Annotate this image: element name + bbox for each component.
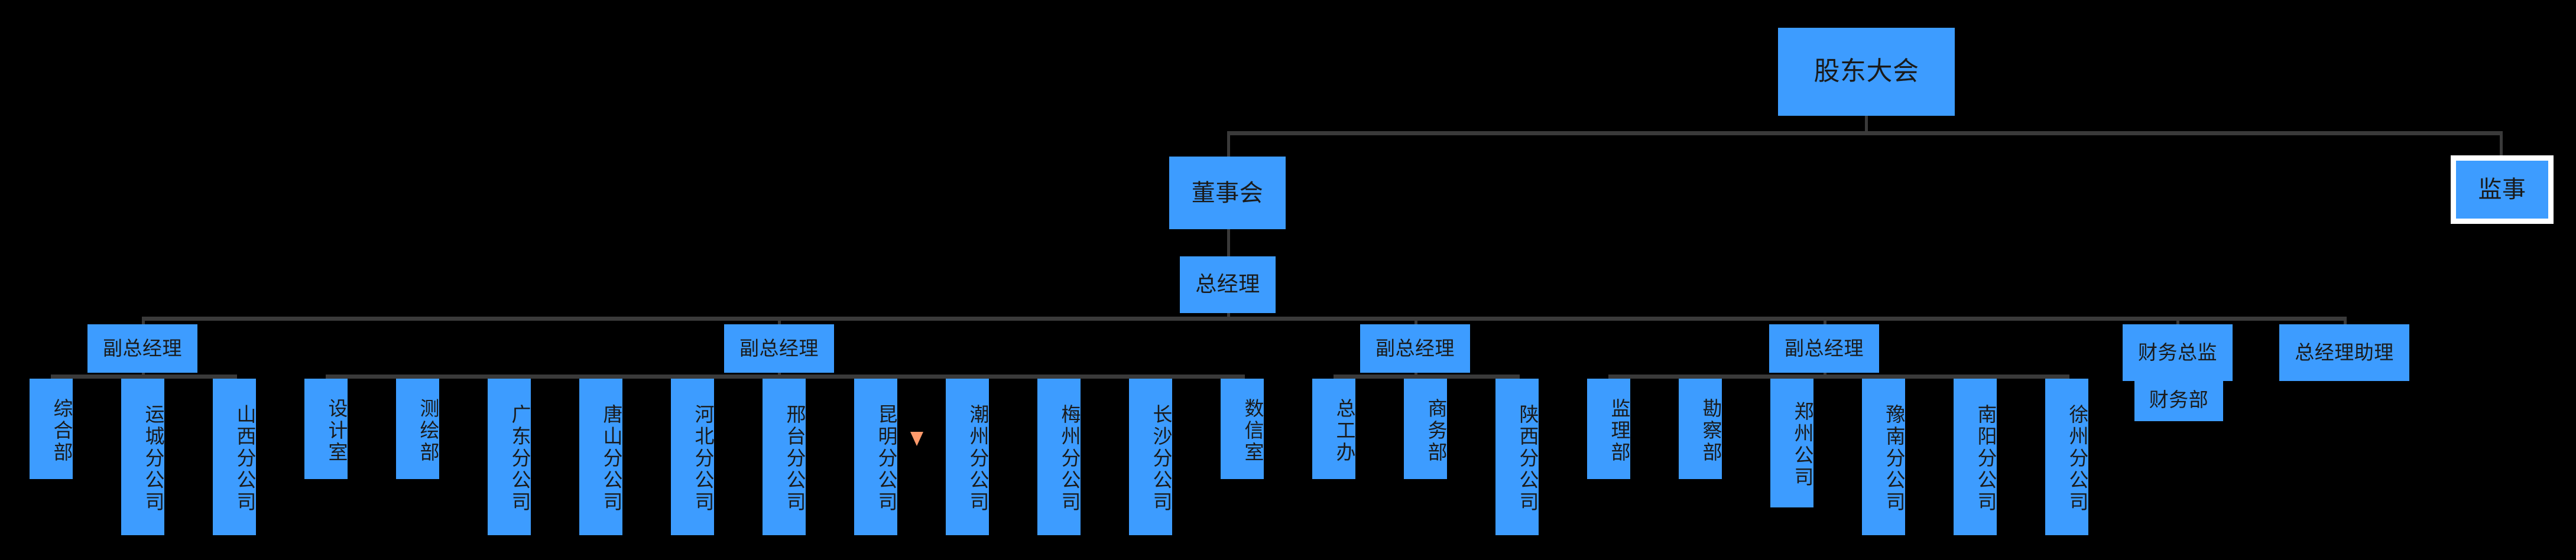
- node-finance-dept[interactable]: 财务部: [2134, 379, 2223, 421]
- node-yuncheng-branch[interactable]: 运城分公司: [121, 379, 165, 535]
- connector-manager-bus: [142, 317, 2345, 321]
- node-nanyang-branch[interactable]: 南阳分公司: [1954, 379, 1997, 535]
- node-xingtai-branch[interactable]: 邢台分公司: [763, 379, 806, 535]
- connector-mgr-drop-3: [1824, 317, 1826, 324]
- connector-board-to-gm: [1227, 229, 1230, 257]
- node-kunming-branch[interactable]: 昆明分公司: [854, 379, 898, 535]
- node-digital-info-office[interactable]: 数信室: [1221, 379, 1264, 479]
- connector-mgr1-leaf-10: [967, 375, 970, 379]
- connector-mgr3-bus: [1608, 375, 2066, 379]
- node-chief-engineer-office[interactable]: 总工办: [1312, 379, 1356, 479]
- connector-mgr1-leaf-5: [509, 375, 512, 379]
- connector-mgr-drop-4: [2176, 317, 2179, 324]
- connector-to-board: [1227, 131, 1230, 158]
- connector-mgr2-leaf-14: [1334, 375, 1336, 379]
- node-guangdong-branch[interactable]: 广东分公司: [488, 379, 531, 535]
- connector-mgr1-leaf-8: [784, 375, 787, 379]
- node-business-dept[interactable]: 商务部: [1404, 379, 1448, 479]
- connector-mgr-drop-1: [778, 317, 781, 324]
- node-shareholders-meeting[interactable]: 股东大会: [1778, 28, 1955, 116]
- node-general-affairs-dept[interactable]: 综合部: [30, 379, 73, 479]
- node-shaanxi-branch[interactable]: 陕西分公司: [1495, 379, 1539, 535]
- connector-mgr1-leaf-3: [326, 375, 329, 379]
- node-supervision-dept[interactable]: 监理部: [1587, 379, 1631, 479]
- connector-mgr-drop-0: [142, 317, 145, 324]
- mouse-cursor: [910, 432, 923, 446]
- connector-mgr0-leaf-1: [142, 375, 145, 379]
- connector-mgr1-leaf-13: [1242, 375, 1245, 379]
- connector-mgr0-leaf-0: [51, 375, 54, 379]
- connector-mgr0-leaf-2: [234, 375, 237, 379]
- connector-root-stem: [1865, 116, 1868, 131]
- connector-mgr1-leaf-9: [875, 375, 878, 379]
- connector-mgr-drop-5: [2344, 317, 2347, 324]
- connector-gm-stem: [1227, 313, 1230, 319]
- connector-mgr3-leaf-21: [1975, 375, 1978, 379]
- node-general-manager[interactable]: 总经理: [1180, 256, 1276, 313]
- node-deputy-general-manager-4[interactable]: 副总经理: [1769, 324, 1879, 373]
- node-general-manager-assistant[interactable]: 总经理助理: [2279, 324, 2409, 381]
- node-xuzhou-branch[interactable]: 徐州分公司: [2045, 379, 2089, 535]
- node-yunan-branch[interactable]: 豫南分公司: [1862, 379, 1906, 535]
- connector-root-bus: [1227, 131, 2502, 135]
- connector-mgr3-leaf-20: [1883, 375, 1886, 379]
- connector-mgr1-leaf-6: [601, 375, 604, 379]
- connector-mgr1-leaf-7: [692, 375, 695, 379]
- connector-mgr1-leaf-11: [1059, 375, 1062, 379]
- node-board-of-directors[interactable]: 董事会: [1169, 157, 1286, 229]
- node-finance-director[interactable]: 财务总监: [2123, 324, 2233, 381]
- node-survey-dept[interactable]: 勘察部: [1679, 379, 1722, 479]
- node-supervisor[interactable]: 监事: [2451, 155, 2554, 224]
- node-shanxi-branch[interactable]: 山西分公司: [213, 379, 257, 535]
- connector-mgr1-leaf-12: [1150, 375, 1153, 379]
- node-chaozhou-branch[interactable]: 潮州分公司: [946, 379, 989, 535]
- node-deputy-general-manager-3[interactable]: 副总经理: [1360, 324, 1470, 373]
- connector-mgr3-leaf-18: [1700, 375, 1703, 379]
- connector-mgr3-leaf-17: [1608, 375, 1611, 379]
- connector-mgr2-leaf-16: [1517, 375, 1520, 379]
- node-hebei-branch[interactable]: 河北分公司: [671, 379, 715, 535]
- connector-to-supervisor: [2500, 131, 2503, 161]
- connector-mgr3-leaf-22: [2066, 375, 2069, 379]
- node-surveying-mapping-dept[interactable]: 测绘部: [396, 379, 440, 479]
- connector-mgr2-leaf-15: [1425, 375, 1428, 379]
- connector-mgr-drop-2: [1414, 317, 1417, 324]
- node-changsha-branch[interactable]: 长沙分公司: [1129, 379, 1173, 535]
- node-meizhou-branch[interactable]: 梅州分公司: [1037, 379, 1081, 535]
- connector-mgr3-leaf-19: [1792, 375, 1795, 379]
- node-tangshan-branch[interactable]: 唐山分公司: [579, 379, 623, 535]
- node-zhengzhou-company[interactable]: 郑州公司: [1770, 379, 1814, 507]
- node-deputy-general-manager-1[interactable]: 副总经理: [87, 324, 197, 373]
- node-deputy-general-manager-2[interactable]: 副总经理: [724, 324, 834, 373]
- connector-mgr1-leaf-4: [417, 375, 420, 379]
- node-design-studio[interactable]: 设计室: [304, 379, 348, 479]
